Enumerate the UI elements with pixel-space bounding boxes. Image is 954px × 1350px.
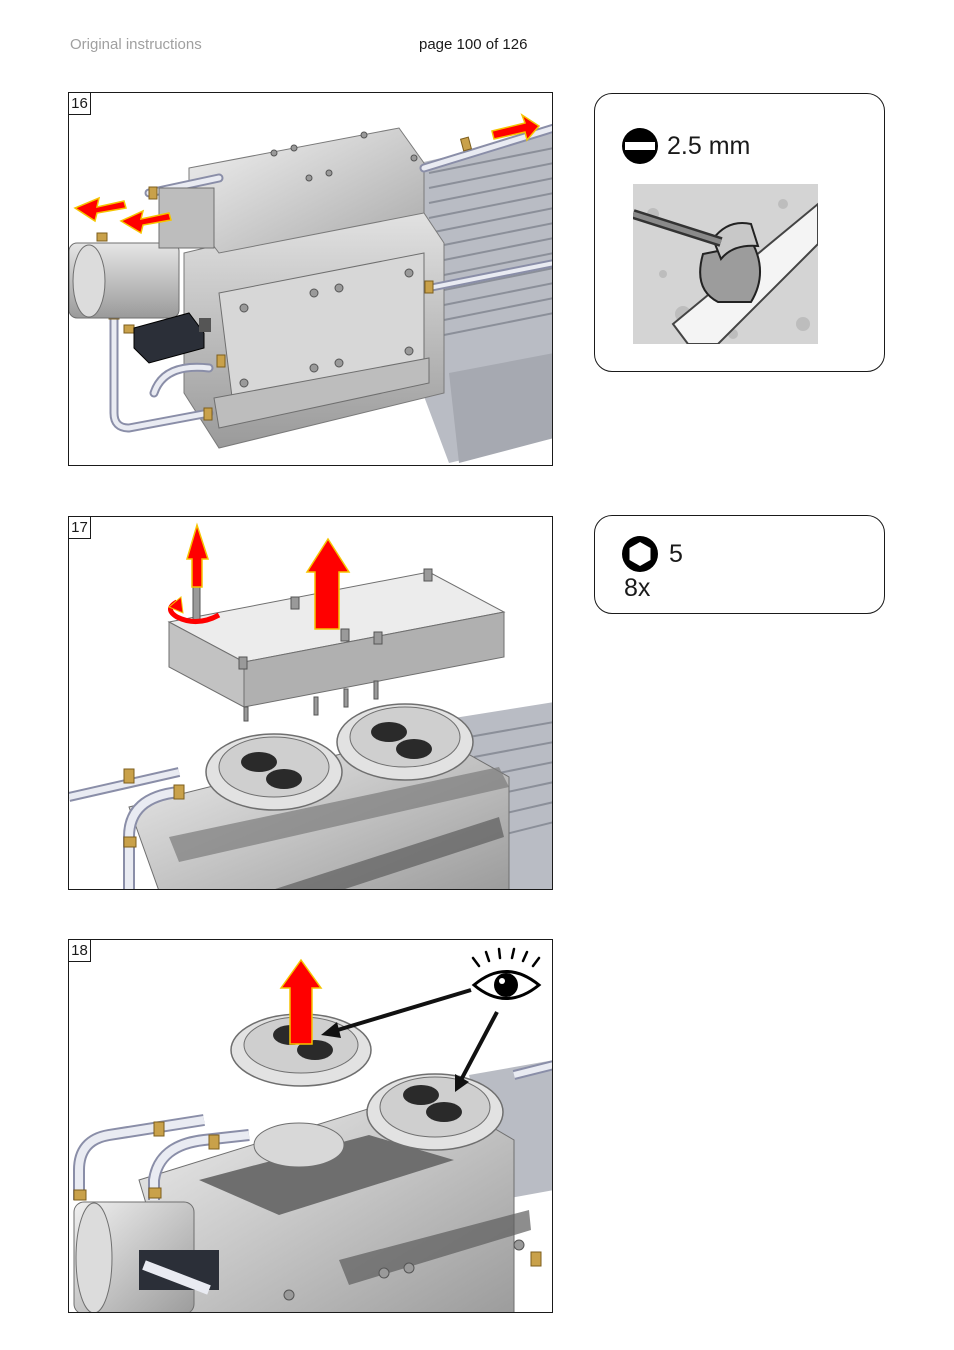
- step-number: 16: [69, 93, 91, 115]
- hose-clamp-photo: [633, 184, 818, 344]
- hex-socket-icon: [621, 535, 659, 573]
- step-18-illustration: [69, 940, 553, 1313]
- step-17-panel: 17: [68, 516, 553, 890]
- hex-size: 5: [669, 540, 683, 569]
- screwdriver-size: 2.5 mm: [667, 132, 750, 161]
- tool-row: 2.5 mm: [621, 127, 750, 165]
- gear-plate-installed: [367, 1074, 503, 1150]
- step-17-illustration: [69, 517, 553, 890]
- step-number: 18: [69, 940, 91, 962]
- tool-row: 5: [621, 535, 683, 573]
- page-number: page 100 of 126: [419, 36, 527, 53]
- step-16-panel: 16: [68, 92, 553, 466]
- step-number: 17: [69, 517, 91, 539]
- page-header-left: Original instructions: [70, 36, 202, 53]
- screw-quantity: 8x: [624, 574, 650, 603]
- flat-screwdriver-icon: [621, 127, 659, 165]
- tool-box-screwdriver: 2.5 mm: [594, 93, 885, 372]
- tool-box-hex-key: 5 8x: [594, 515, 885, 614]
- step-18-panel: 18: [68, 939, 553, 1313]
- step-16-illustration: [69, 93, 553, 466]
- inspect-eye-icon: [473, 949, 539, 999]
- hex-key-rotation: [169, 582, 219, 622]
